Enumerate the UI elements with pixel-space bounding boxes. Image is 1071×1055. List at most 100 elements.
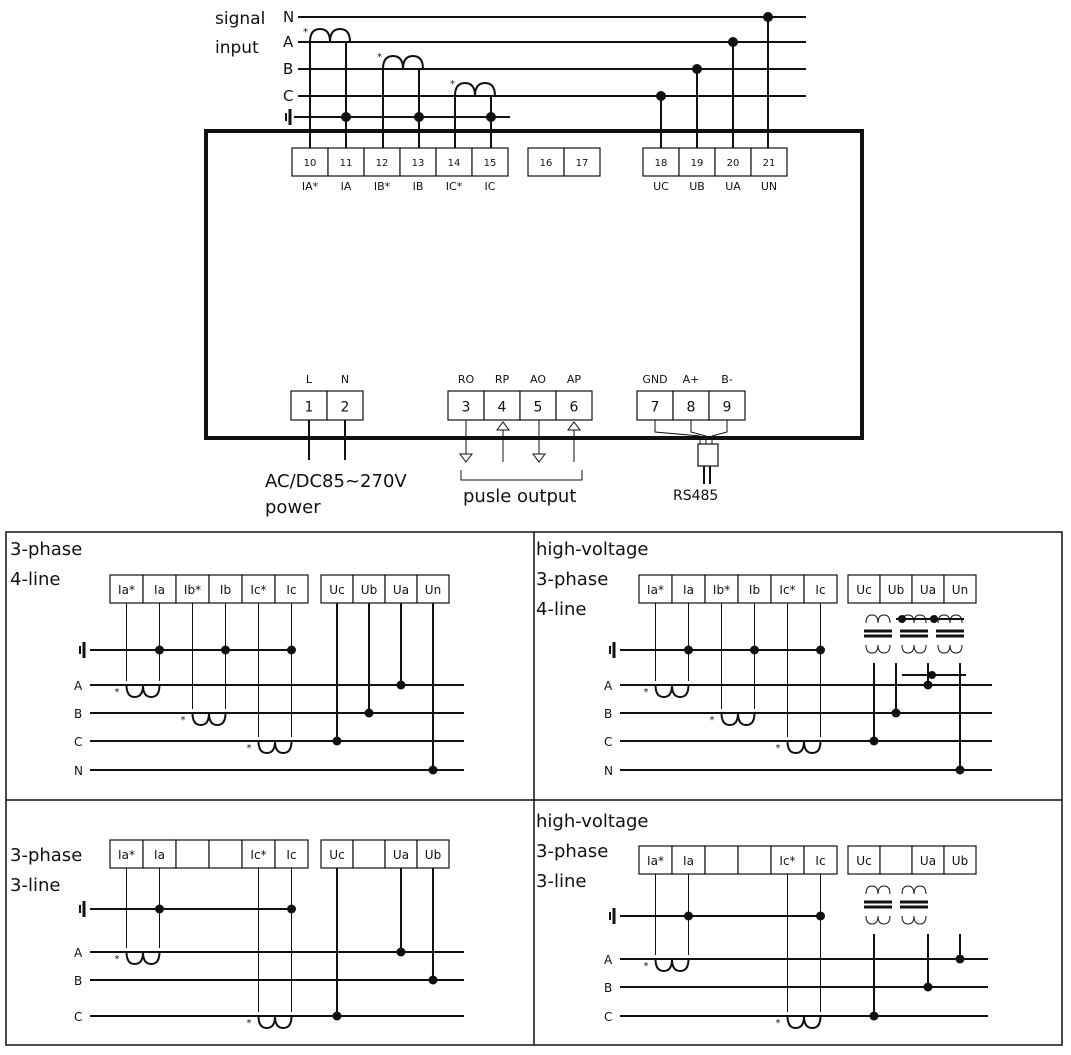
panel-volt-terminal-label: Ua [393, 848, 409, 862]
panel-volt-terminal-label: Uc [856, 583, 871, 597]
panel-volt-terminal-label: Un [425, 583, 441, 597]
panel-line-label: N [74, 764, 83, 778]
ct-coil [654, 684, 690, 699]
terminal-label: IB* [374, 180, 391, 193]
ct-coils-top: * * * [303, 27, 496, 97]
panel-volt-terminal [416, 574, 450, 604]
panel-volt-terminal [943, 574, 977, 604]
panel-volt-terminal [320, 574, 354, 604]
svg-text:*: * [377, 52, 382, 63]
terminal-number: 18 [655, 158, 668, 169]
panel-volt-terminal-label: Uc [856, 854, 871, 868]
panel-terminal [142, 574, 177, 604]
panel-volt-terminal [879, 574, 913, 604]
pulse-output-label: pusle output [463, 486, 576, 507]
terminal-number: 10 [304, 158, 317, 169]
terminal-9 [708, 390, 746, 421]
line-label-b: B [283, 60, 293, 78]
terminal-2 [326, 390, 364, 421]
panel-terminal-label: Ia* [118, 583, 135, 597]
panel-volt-terminal-label: Ub [888, 583, 904, 597]
panel-terminal-label: Ic* [250, 583, 266, 597]
terminal-number: 19 [691, 158, 704, 169]
polarity-mark: * [115, 687, 120, 698]
panel-volt-terminal [352, 574, 386, 604]
panel-line-label: A [74, 946, 83, 960]
panel-volt-terminal-label: Ua [920, 583, 936, 597]
panel-line-label: N [604, 764, 613, 778]
panel-title-line: 4-line [10, 569, 60, 590]
line-label-a: A [283, 33, 294, 51]
panel-line-label: C [604, 1010, 612, 1024]
svg-text:*: * [303, 27, 308, 38]
panel-title-line: 3-line [10, 875, 60, 896]
power-wires [308, 420, 346, 460]
terminal-1 [290, 390, 328, 421]
terminal-number: 9 [723, 400, 732, 416]
panel-volt-terminal [320, 839, 354, 869]
terminal-label: L [306, 373, 313, 386]
panel-terminal-label: Ia* [118, 848, 135, 862]
panel-terminal [109, 839, 144, 869]
terminal-label: UA [725, 180, 741, 193]
terminal-15 [471, 147, 509, 177]
svg-text:*: * [450, 79, 455, 90]
terminal-number: 1 [305, 400, 314, 416]
terminal-number: 21 [763, 158, 776, 169]
ct-coil [786, 1015, 822, 1030]
terminal-7 [636, 390, 674, 421]
ground-icon [285, 109, 292, 125]
terminal-label: UB [689, 180, 705, 193]
panel-line-label: C [604, 735, 612, 749]
ct-coil [786, 740, 822, 755]
polarity-mark: * [710, 715, 715, 726]
terminal-label: AP [567, 373, 582, 386]
panel-line-label: B [604, 707, 612, 721]
panel-terminal [274, 839, 309, 869]
panel-terminal-label: Ib [220, 583, 231, 597]
panel-title-line: 3-line [536, 871, 586, 892]
panel-title-line: 3-phase [536, 841, 608, 862]
panel-line-label: B [74, 707, 82, 721]
panel-title-line: 3-phase [10, 539, 82, 560]
bottom-panels [5, 531, 1063, 1046]
panel-volt-terminal [384, 839, 418, 869]
panel-volt-terminal [879, 845, 913, 875]
terminal-17 [563, 147, 601, 177]
panel-terminal-label: Ic [815, 854, 825, 868]
terminal-number: 17 [576, 158, 589, 169]
terminal-number: 15 [484, 158, 497, 169]
terminal-label: IB [413, 180, 424, 193]
terminal-number: 8 [687, 400, 696, 416]
panel-title-line: 3-phase [10, 845, 82, 866]
panel-line-label: B [604, 981, 612, 995]
polarity-mark: * [776, 1018, 781, 1029]
terminal-label: GND [642, 373, 667, 386]
polarity-mark: * [247, 743, 252, 754]
panel-terminal-label: Ic [286, 848, 296, 862]
panel-terminal [142, 839, 177, 869]
terminal-14 [435, 147, 473, 177]
ground-icon [79, 901, 86, 917]
panel-terminal-label: Ia [154, 583, 165, 597]
panel-terminal [671, 574, 706, 604]
input-label: input [215, 38, 259, 58]
terminal-13 [399, 147, 437, 177]
ground-icon [609, 908, 616, 924]
terminal-number: 3 [462, 400, 471, 416]
terminal-number: 4 [498, 400, 507, 416]
terminal-number: 12 [376, 158, 389, 169]
panel-terminal-label: Ia [154, 848, 165, 862]
terminal-number: 7 [651, 400, 660, 416]
rs485-connector [654, 420, 728, 484]
terminal-11 [327, 147, 365, 177]
